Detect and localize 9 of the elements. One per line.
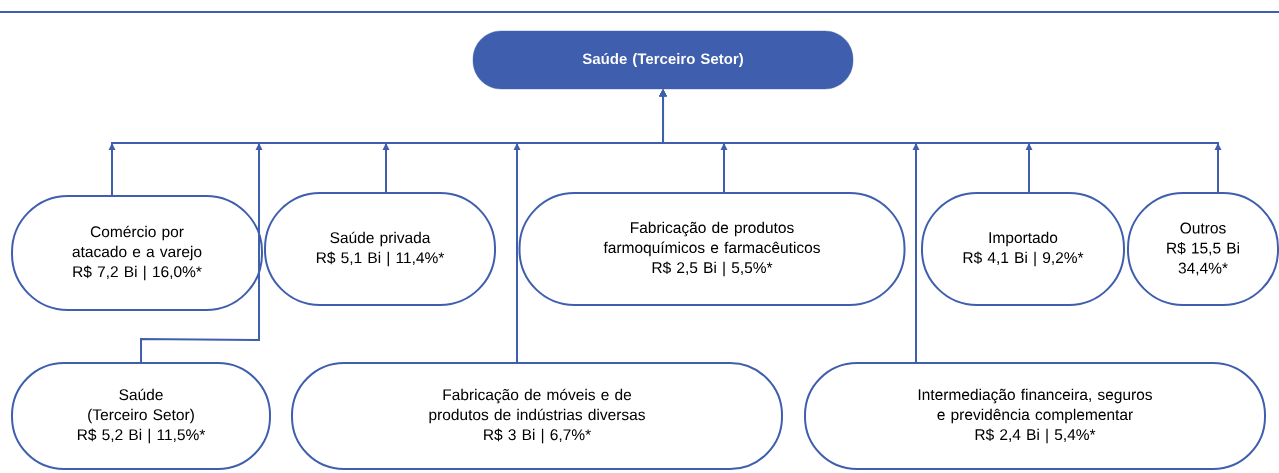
- category-box: Saúde privada R$ 5,1 Bi | 11,4%*: [264, 192, 496, 306]
- category-box: Intermediação financeira, seguros e previdência complementar R$ 2,4 Bi | 5,4%*: [804, 362, 1266, 470]
- category-box: Importado R$ 4,1 Bi | 9,2%*: [921, 192, 1125, 306]
- category-box: Fabricação de produtos farmoquímicos e farmacêuticos R$ 2,5 Bi | 5,5%*: [518, 192, 906, 306]
- category-box: Fabricação de móveis e de produtos de indústrias diversas R$ 3 Bi | 6,7%*: [291, 362, 783, 470]
- category-box: Outros R$ 15,5 Bi 34,4%*: [1127, 192, 1279, 306]
- category-box: Saúde (Terceiro Setor) R$ 5,2 Bi | 11,5%*: [11, 362, 271, 470]
- category-box: Comércio por atacado e a varejo R$ 7,2 Bi | 16,0%*: [11, 195, 263, 311]
- title-box: Saúde (Terceiro Setor): [472, 30, 854, 90]
